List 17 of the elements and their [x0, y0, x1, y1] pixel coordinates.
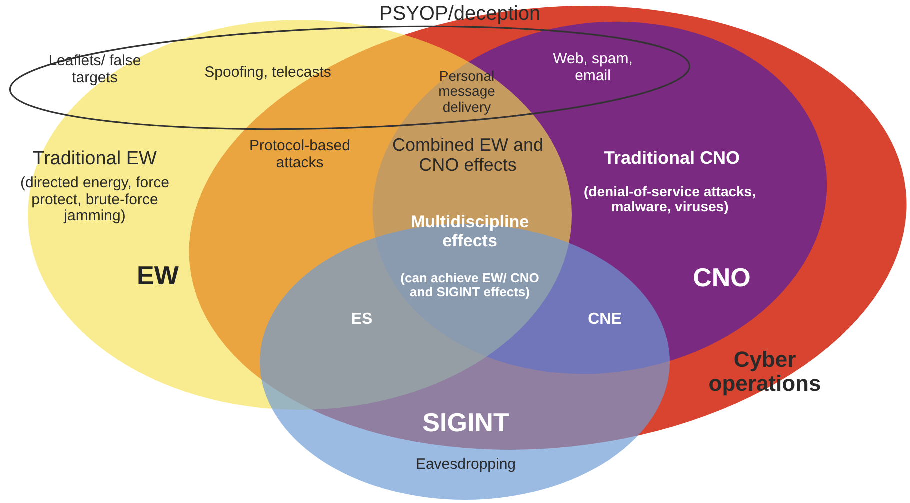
region-label: Protocol-based attacks: [248, 138, 352, 172]
region-label: Spoofing, telecasts: [204, 64, 332, 82]
region-label: CNE: [587, 311, 623, 329]
region-label: Traditional EW: [32, 150, 158, 170]
set-label: SIGINT: [422, 408, 510, 438]
set-label: EW: [136, 262, 180, 290]
set-label: CNO: [692, 264, 752, 292]
region-label: (denial-of-service attacks, malware, viruses): [583, 184, 757, 216]
region-label: (can achieve EW/ CNO and SIGINT effects): [400, 272, 540, 300]
region-label: Combined EW and CNO effects: [391, 136, 545, 176]
region-label: (directed energy, force protect, brute-force jamming): [20, 175, 170, 225]
region-label: ES: [350, 311, 374, 329]
region-label: Personal message delivery: [438, 68, 496, 116]
region-label: Multidiscipline effects: [410, 213, 530, 251]
region-label: Web, spam, email: [552, 52, 634, 84]
region-label: Traditional CNO: [602, 149, 741, 169]
region-label: Eavesdropping: [414, 456, 518, 474]
